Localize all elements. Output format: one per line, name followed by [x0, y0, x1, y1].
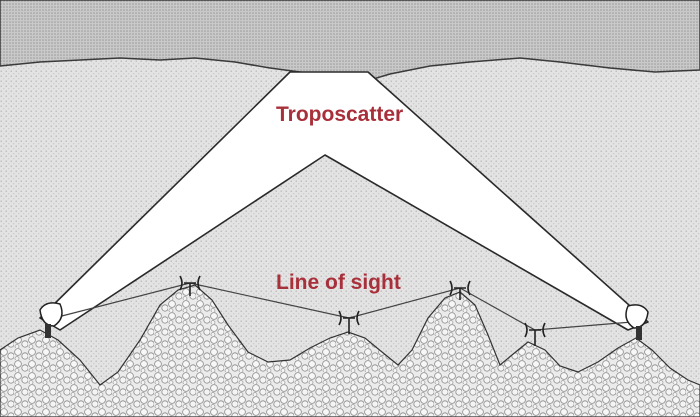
troposcatter-terminal-right-icon — [625, 304, 649, 340]
line-of-sight-path — [53, 282, 633, 331]
relay-tower-icon — [449, 280, 471, 300]
line-of-sight-label: Line of sight — [276, 271, 401, 294]
relay-tower-icon — [338, 310, 360, 334]
relay-tower-icon — [524, 322, 546, 346]
troposcatter-terminal-left-icon — [39, 302, 63, 338]
mountain-terrain — [0, 284, 700, 417]
relay-tower-icon — [179, 275, 201, 296]
troposcatter-label: Troposcatter — [276, 103, 404, 126]
